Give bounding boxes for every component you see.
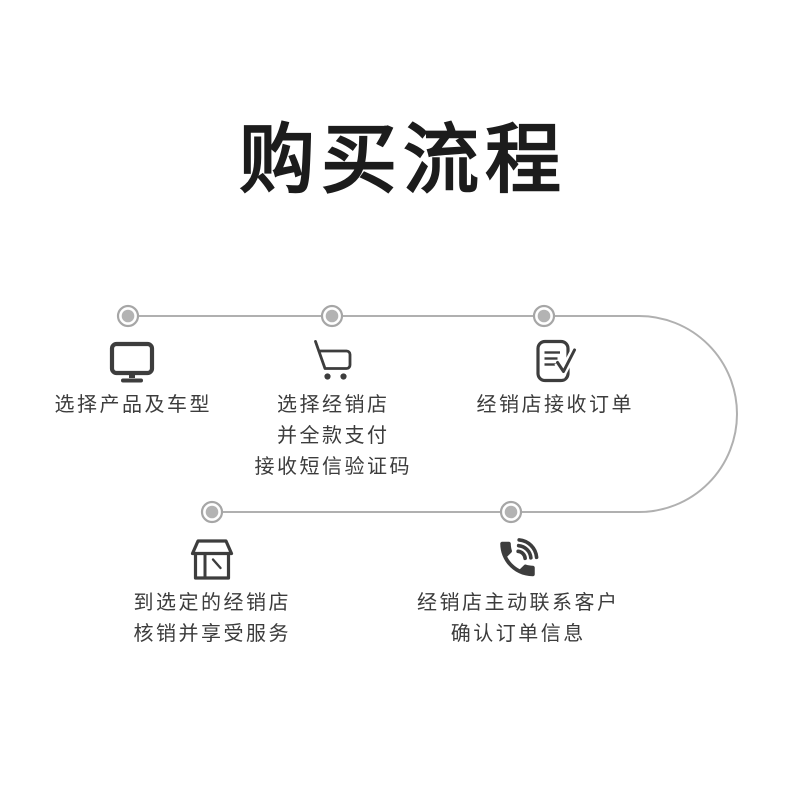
flow-node-2 [320,304,344,328]
step-label: 核销并享受服务 [133,623,291,645]
flow-step-select-dealer-pay: 选择经销店 并全款支付 接收短信验证码 [252,336,412,483]
step-label: 接收短信验证码 [254,456,412,478]
step-label: 选择经销店 [277,394,390,416]
flow-step-select-product: 选择产品及车型 [52,336,212,421]
phone-call-icon [494,534,540,584]
flow-node-3 [532,304,556,328]
step-label: 到选定的经销店 [133,592,291,614]
flow-step-dealer-receives-order: 经销店接收订单 [474,336,634,421]
flow-node-4 [200,500,224,524]
flow-line [128,315,738,513]
step-label: 确认订单信息 [450,623,586,645]
step-label: 选择产品及车型 [54,394,212,416]
flow-step-visit-dealer: 到选定的经销店 核销并享受服务 [131,534,291,650]
step-label: 经销店接收订单 [476,394,634,416]
flow-step-dealer-contacts-customer: 经销店主动联系客户 确认订单信息 [415,534,620,650]
store-icon [186,534,236,584]
monitor-icon [108,336,156,386]
step-label: 并全款支付 [277,425,390,447]
flow-node-5 [499,500,523,524]
flow-node-1 [116,304,140,328]
page-title: 购买流程 [239,118,567,203]
step-label: 经销店主动联系客户 [417,592,620,614]
order-check-icon [530,336,578,386]
cart-icon [308,336,356,386]
